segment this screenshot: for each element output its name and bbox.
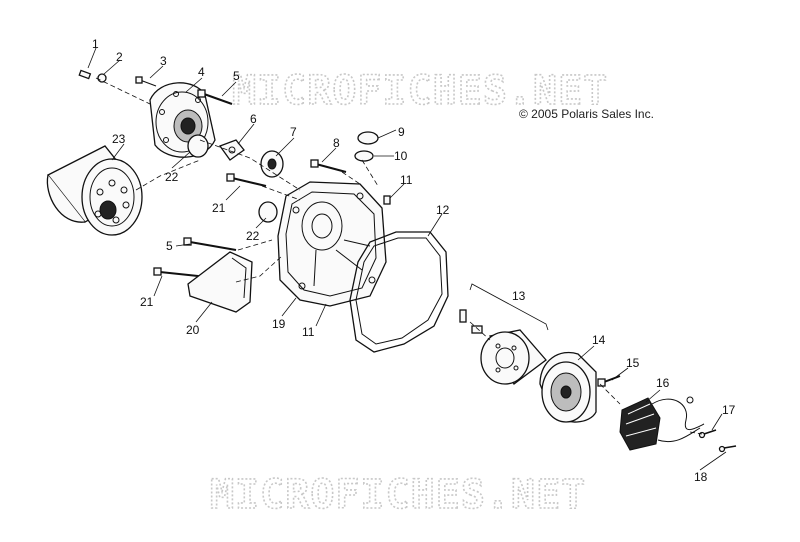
callout-21-bottom: 21 — [140, 295, 154, 309]
bolt-1-part — [78, 69, 92, 80]
callout-11-top: 11 — [400, 173, 413, 187]
bolt-8-part — [310, 159, 347, 173]
o-ring-10-part — [354, 150, 374, 162]
oil-filter-part — [46, 145, 143, 236]
group-13-bracket — [469, 283, 549, 331]
callout-22-top: 22 — [165, 170, 179, 184]
callout-5-top: 5 — [233, 69, 240, 83]
callout-19: 19 — [272, 317, 286, 331]
bolt-5-top-part — [197, 89, 233, 105]
callout-4: 4 — [198, 65, 205, 79]
callout-21-top: 21 — [212, 201, 226, 215]
callout-12: 12 — [436, 203, 450, 217]
crankcase-cover-part — [277, 181, 387, 307]
callout-14: 14 — [592, 333, 606, 347]
callout-1: 1 — [92, 37, 99, 51]
callout-6: 6 — [250, 112, 257, 126]
callout-23: 23 — [112, 132, 126, 146]
copyright-notice: © 2005 Polaris Sales Inc. — [519, 107, 654, 121]
guard-plate-20-part — [187, 251, 253, 313]
callout-18: 18 — [694, 470, 708, 484]
assembly-lines — [95, 77, 703, 435]
stator-16-part — [619, 396, 705, 451]
callout-9: 9 — [398, 125, 405, 139]
bolt-21-top-part — [226, 173, 267, 187]
gasket-12-part — [349, 231, 449, 353]
callout-15: 15 — [626, 356, 640, 370]
screw-17-part — [698, 429, 717, 439]
callout-2: 2 — [116, 50, 123, 64]
rotor-14-part — [539, 351, 597, 423]
callout-22-mid: 22 — [246, 229, 260, 243]
plug-9-part — [357, 131, 379, 145]
callout-7: 7 — [290, 125, 297, 139]
callout-5-bottom: 5 — [166, 239, 173, 253]
seal-7-part — [260, 150, 284, 178]
o-ring-22-mid-part — [258, 201, 278, 223]
leader-lines — [87, 47, 727, 471]
watermark-bottom: MICROFICHES.NET — [210, 472, 586, 518]
dowel-11-top-part — [383, 195, 391, 205]
o-ring-22-top-part — [187, 134, 209, 158]
screw-18-part — [718, 445, 737, 453]
callout-10: 10 — [394, 149, 408, 163]
callout-3: 3 — [160, 54, 167, 68]
flywheel-13-part — [459, 309, 547, 385]
bracket-6-part — [218, 139, 245, 161]
callout-20: 20 — [186, 323, 200, 337]
washer-2-part — [97, 73, 107, 83]
bolt-3-part — [135, 76, 157, 87]
bolt-5-bottom-part — [183, 237, 237, 251]
callout-8: 8 — [333, 136, 340, 150]
watermark-top: MICROFICHES.NET — [232, 68, 608, 114]
callout-13: 13 — [512, 289, 526, 303]
callout-11-bottom: 11 — [302, 325, 315, 339]
callout-17: 17 — [722, 403, 736, 417]
callout-16: 16 — [656, 376, 670, 390]
bolt-15-part — [597, 375, 621, 387]
